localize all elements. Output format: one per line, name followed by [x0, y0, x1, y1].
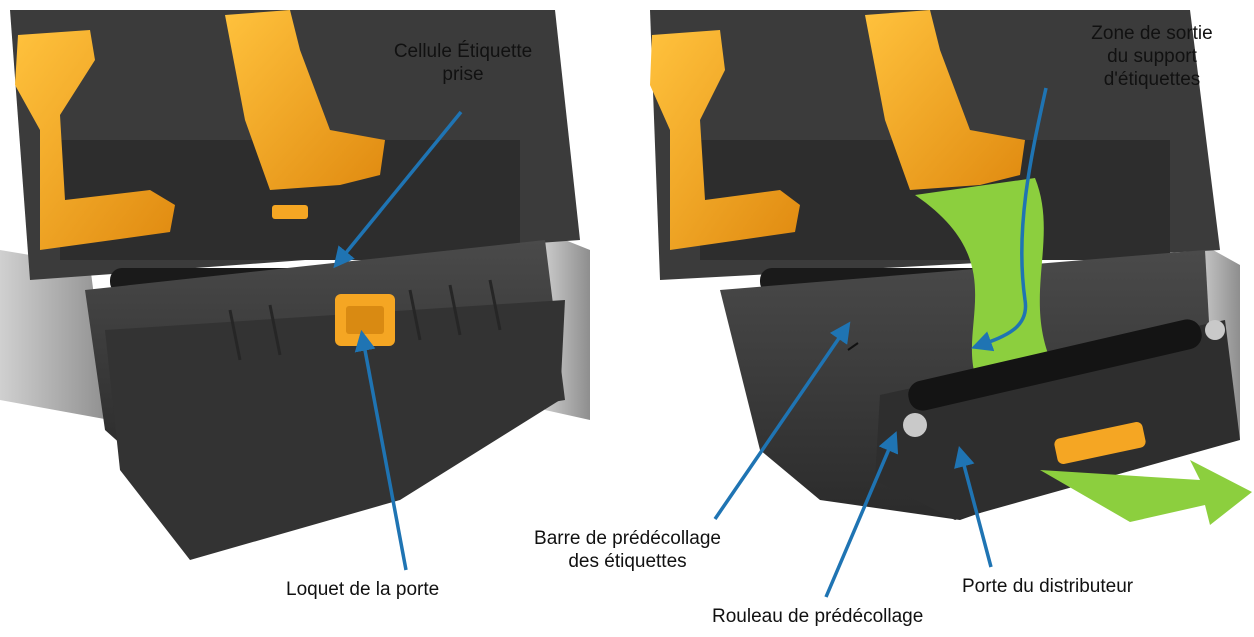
callout-arrows [333, 87, 1048, 598]
right-exiting-label [1040, 460, 1252, 525]
arrow-peel-bar [713, 321, 851, 520]
arrow-media-exit [971, 87, 1048, 352]
door-latch-callout: Loquet de la porte [286, 579, 440, 600]
left-media-spindle-right [225, 10, 385, 190]
peel-bar-line2: des étiquettes [568, 551, 687, 572]
media-exit-callout: Zone de sortie du support d'étiquettes [1062, 22, 1242, 91]
media-exit-line2: du support [1107, 46, 1197, 67]
left-media-spindle-left [15, 30, 175, 250]
arrow-dispenser-door [954, 445, 993, 568]
label-taken-sensor-callout: Cellule Étiquette prise [368, 40, 558, 86]
left-side-shell-left [0, 250, 110, 420]
left-printer-illustration [0, 10, 590, 560]
media-exit-line3: d'étiquettes [1103, 69, 1201, 90]
right-media-spindle-left [650, 30, 800, 250]
right-peel-roller-end-right [1205, 320, 1225, 340]
left-door-ribs [228, 279, 502, 361]
arrow-peel-roller [824, 431, 899, 598]
right-peel-roller [908, 319, 1202, 411]
peel-roller-callout: Rouleau de prédécollage [712, 606, 924, 627]
arrow-door-latch [354, 329, 408, 571]
right-media-spindle-right [865, 10, 1025, 190]
peel-bar-callout: Barre de prédécollage des étiquettes [500, 527, 755, 573]
left-door-latch-grip [346, 306, 384, 334]
left-sensor-tab [272, 205, 308, 219]
right-peel-bar-mark [847, 342, 859, 351]
left-printer-base [105, 300, 565, 560]
label-taken-sensor-line2: prise [442, 64, 484, 85]
media-exit-line1: Zone de sortie [1091, 23, 1213, 44]
right-door-latch [1054, 422, 1146, 464]
right-peel-roller-end [903, 413, 927, 437]
label-taken-sensor-line1: Cellule Étiquette [393, 41, 533, 62]
dispenser-door-callout: Porte du distributeur [962, 576, 1134, 597]
arrow-label-taken-sensor [333, 110, 463, 269]
peel-bar-line1: Barre de prédécollage [534, 528, 721, 549]
